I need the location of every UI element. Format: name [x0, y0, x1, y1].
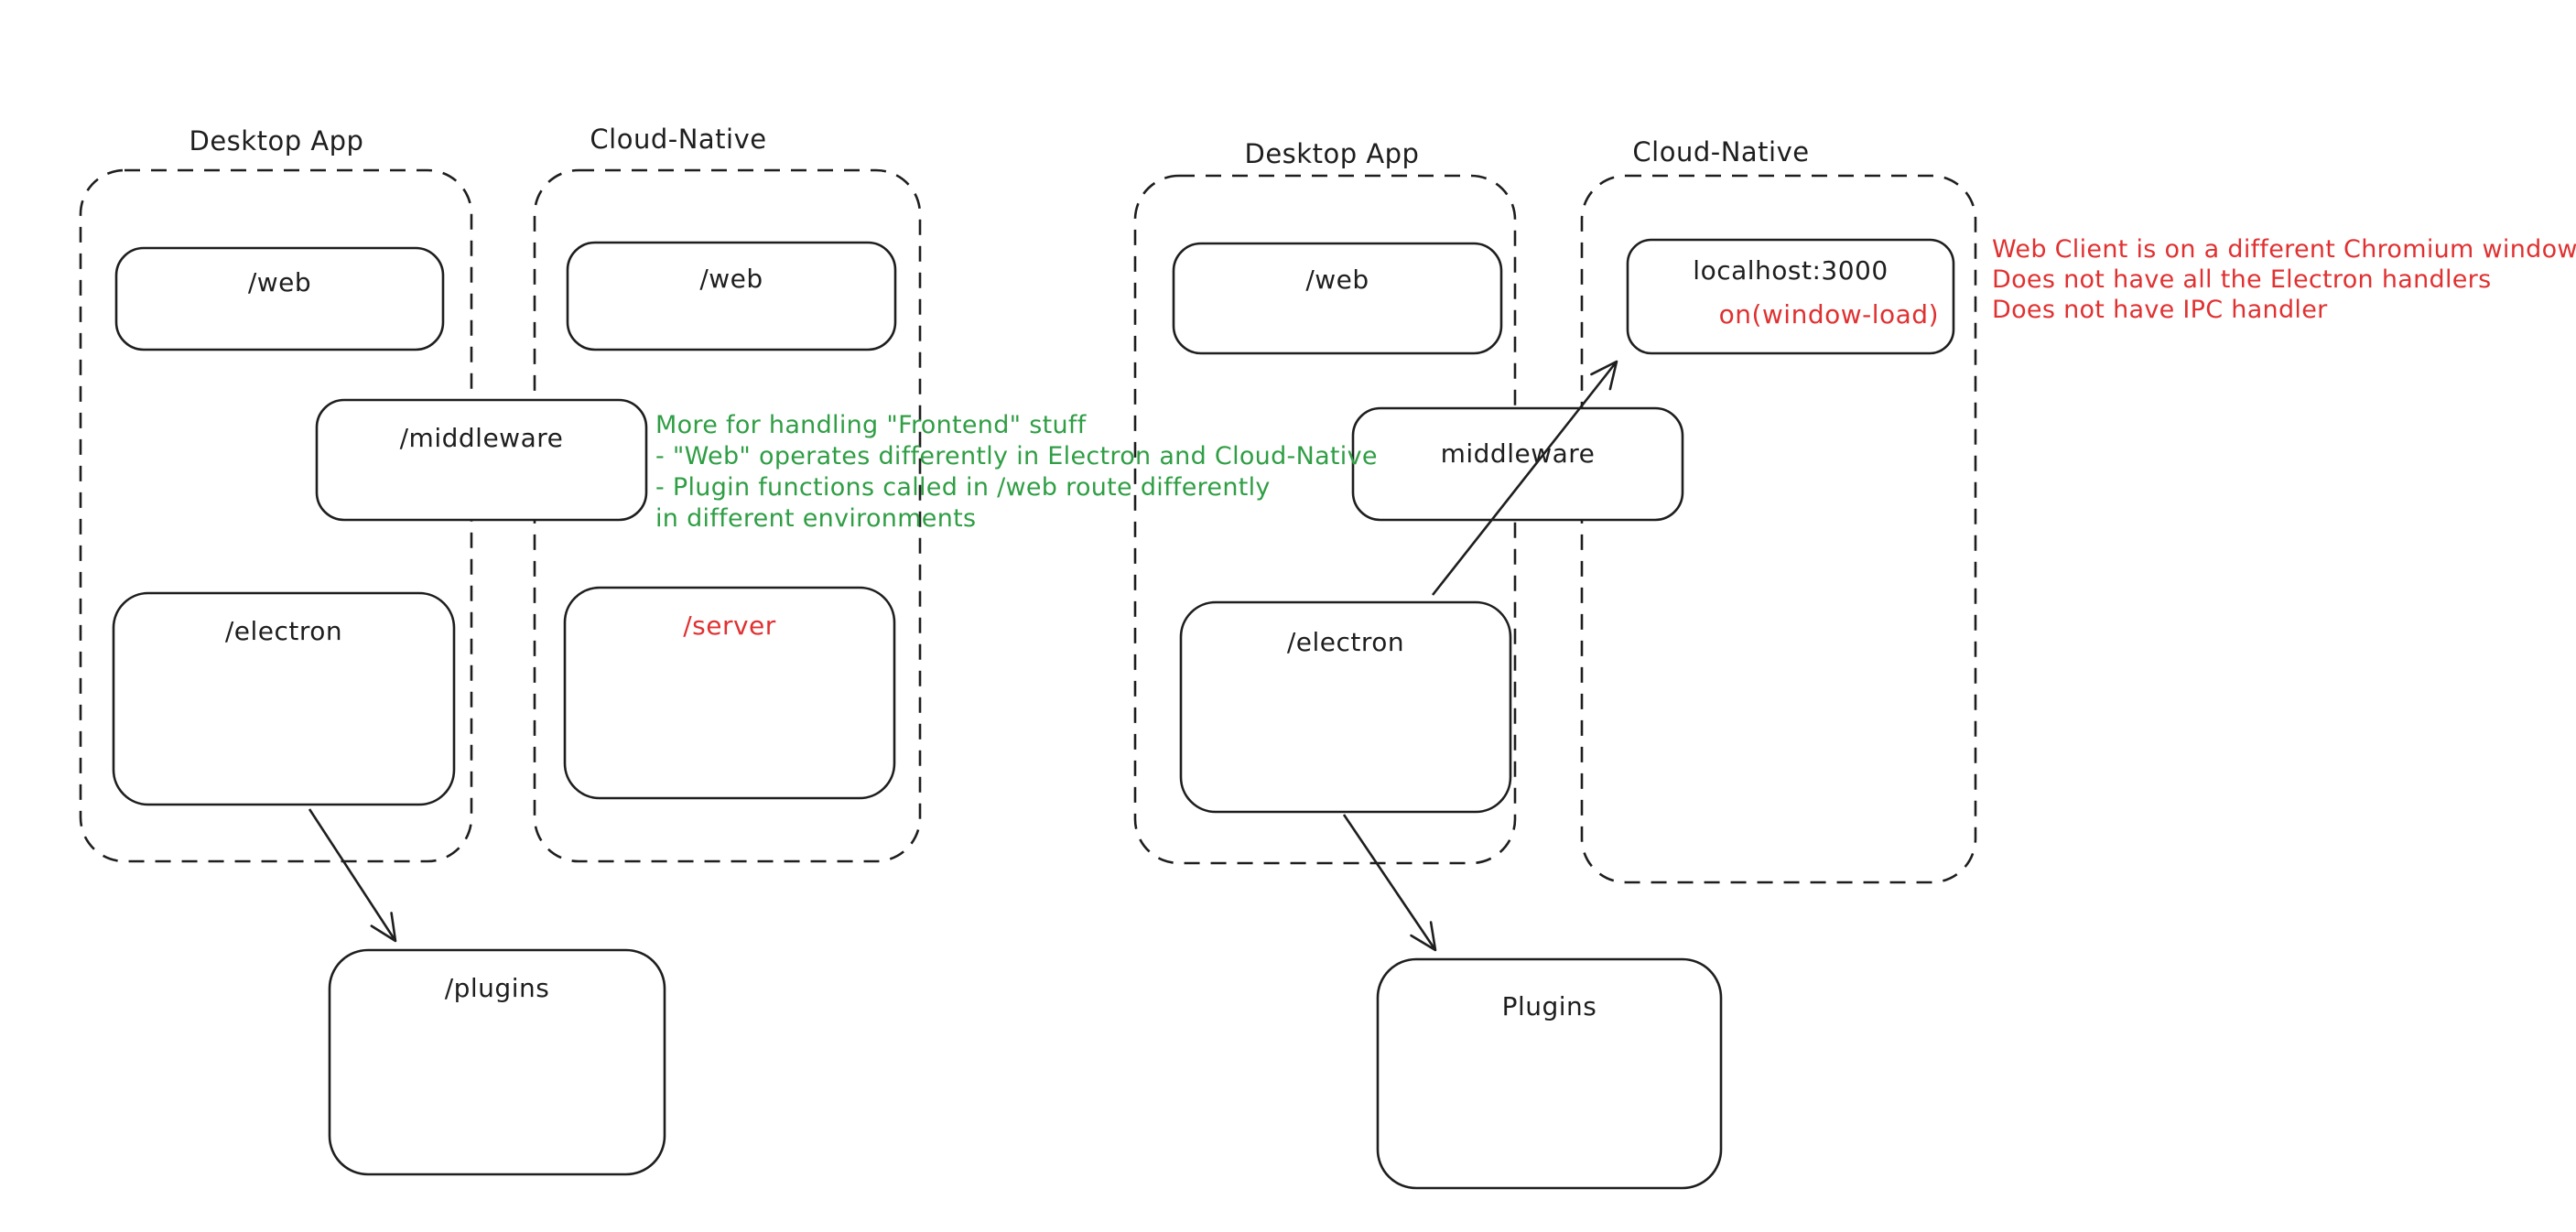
annotation-line: More for handling "Frontend" stuff [655, 411, 1087, 439]
container-desktop-app-right [1133, 174, 1517, 865]
node-electron-right [1179, 600, 1512, 814]
node-plugins-right [1376, 957, 1723, 1190]
annotation-line: Web Client is on a different Chromium wi… [1992, 235, 2576, 264]
arrow-electron-to-plugins-right [1342, 814, 1437, 952]
annotation-line: - Plugin functions called in /web route … [655, 473, 1271, 502]
group-title-desktop-app-left: Desktop App [189, 125, 364, 157]
annotation-web-client-note: Web Client is on a different Chromium wi… [1992, 234, 2576, 325]
node-label-web-desktop-left: /web [247, 267, 312, 297]
node-electron-left [112, 591, 456, 806]
node-web-cloud-left [566, 241, 897, 351]
node-label-middleware-right: middleware [1440, 438, 1596, 469]
node-label-plugins-left: /plugins [444, 973, 550, 1003]
node-label-electron-right: /electron [1286, 627, 1405, 657]
group-title-cloud-native-left: Cloud-Native [590, 124, 767, 155]
node-label-plugins-right: Plugins [1501, 991, 1597, 1021]
node-label-web-cloud-left: /web [699, 264, 763, 294]
node-web-desktop-left [114, 246, 445, 351]
arrow-electron-to-plugins-left [308, 808, 397, 943]
node-label-server-left: /server [683, 611, 776, 641]
annotation-frontend-note: More for handling "Frontend" stuff - "We… [655, 410, 1378, 535]
node-localhost-right [1626, 238, 1955, 355]
node-middleware-right [1351, 406, 1684, 522]
annotation-line: Does not have IPC handler [1992, 296, 2328, 324]
node-server-left [563, 586, 896, 800]
node-label-localhost-right: localhost:3000 [1693, 255, 1889, 286]
node-label-electron-left: /electron [224, 616, 343, 646]
annotation-line: - "Web" operates differently in Electron… [655, 442, 1378, 470]
annotation-line: Does not have all the Electron handlers [1992, 265, 2492, 294]
arrow-electron-to-localhost-right [1431, 360, 1618, 596]
group-title-cloud-native-right: Cloud-Native [1632, 136, 1810, 168]
node-label-web-right: /web [1305, 265, 1369, 295]
group-title-desktop-app-right: Desktop App [1244, 138, 1420, 169]
node-label-window-load-right: on(window-load) [1718, 299, 1939, 330]
node-middleware-left [315, 398, 648, 522]
node-plugins-left [328, 948, 666, 1176]
node-web-right [1172, 242, 1503, 355]
node-label-middleware-left: /middleware [399, 423, 564, 453]
annotation-line: in different environments [655, 504, 977, 533]
